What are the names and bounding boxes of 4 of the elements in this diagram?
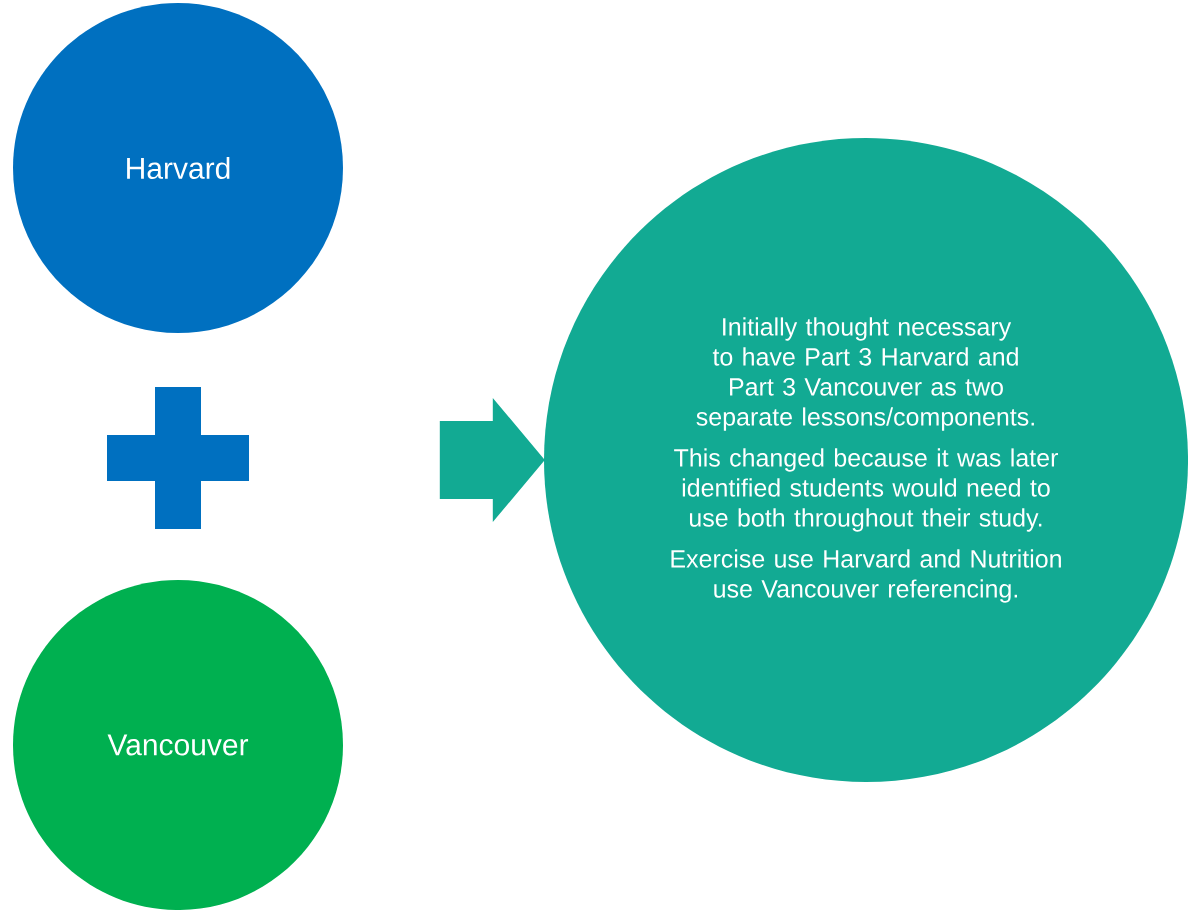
circle-node: Vancouver xyxy=(13,580,343,910)
block-arrow xyxy=(439,398,545,522)
circle-node: Harvard xyxy=(13,3,343,333)
plus-sign xyxy=(107,387,249,529)
